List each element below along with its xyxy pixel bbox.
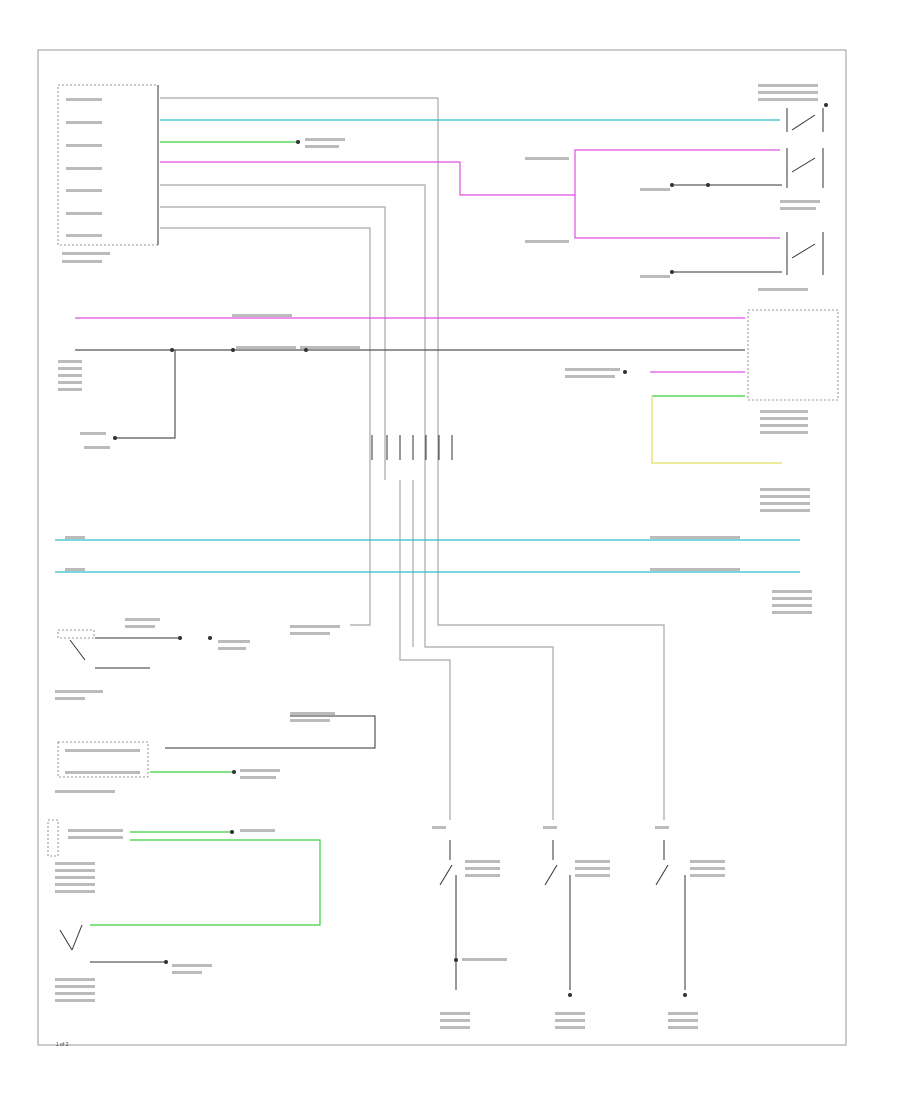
- center-connector-group: [371, 435, 453, 820]
- door-switch-bottom-2: [543, 826, 610, 1029]
- module-connector-lower: [55, 712, 376, 793]
- footer-code: 1 of 2: [56, 1042, 69, 1048]
- wire-pk-2: [574, 195, 780, 239]
- door-switch-right-1: [640, 148, 824, 210]
- wire-wt-2: [160, 184, 554, 820]
- electronic-module-lower: [47, 819, 321, 1002]
- door-switch-bottom-1: [432, 826, 507, 1029]
- door-switch-bottom-3: [655, 826, 725, 1029]
- right-control-module: [565, 309, 839, 512]
- diagram-border: [37, 49, 847, 1046]
- lower-left-switch: [55, 618, 340, 700]
- door-ajar-switch-top: [758, 84, 828, 132]
- wire-wt-3: [160, 206, 386, 480]
- left-sensor-block: [58, 350, 176, 449]
- wire-pk-1: [160, 149, 780, 196]
- wire-wt-4: [160, 227, 371, 626]
- wire-wt-1: [160, 97, 665, 820]
- body-control-module-connector: [57, 84, 159, 263]
- door-switch-right-2: [640, 232, 824, 291]
